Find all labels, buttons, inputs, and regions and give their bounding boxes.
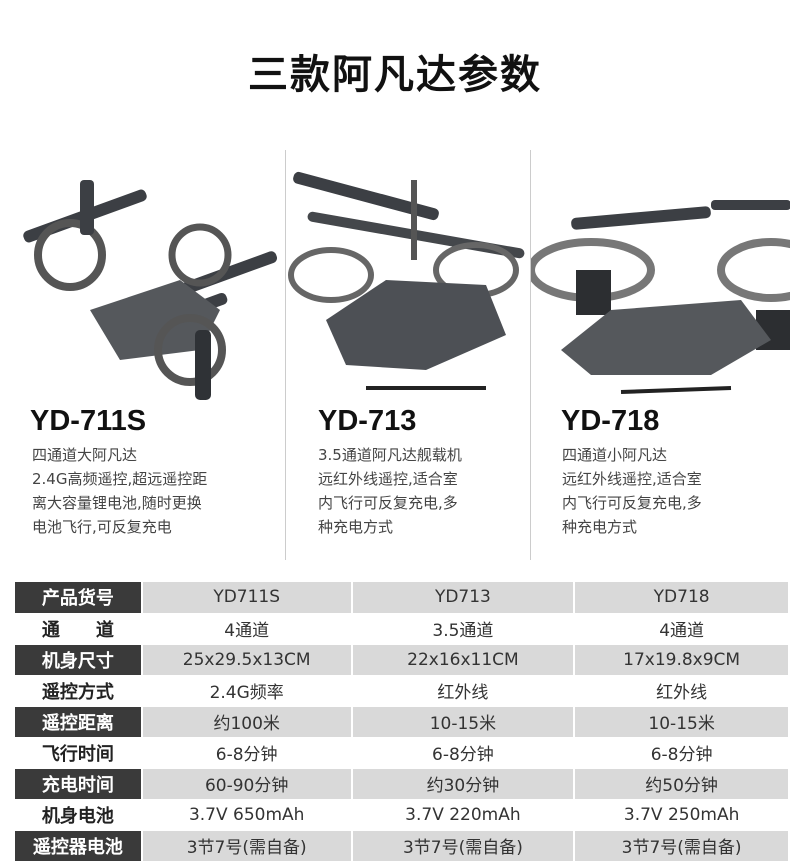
row-label: 遥控方式 xyxy=(15,675,143,707)
product-model: YD-711S xyxy=(30,405,147,437)
row-label: 产品货号 xyxy=(15,582,143,614)
product-card-yd713: YD-713 3.5通道阿凡达舰载机 远红外线遥控,适合室 内飞行可反复充电,多… xyxy=(286,150,530,570)
product-model: YD-713 xyxy=(318,405,417,437)
product-description: 四通道小阿凡达 远红外线遥控,适合室 内飞行可反复充电,多 种充电方式 xyxy=(562,446,702,536)
table-cell: 3节7号(需自备) xyxy=(141,830,353,862)
row-label: 飞行时间 xyxy=(15,737,143,769)
table-cell: 约100米 xyxy=(141,706,353,738)
table-cell: 约30分钟 xyxy=(351,768,576,800)
table-cell: 10-15米 xyxy=(351,706,576,738)
table-cell: 6-8分钟 xyxy=(141,737,353,769)
table-cell: 4通道 xyxy=(574,613,790,645)
divider xyxy=(285,150,286,560)
table-cell: 3.7V 250mAh xyxy=(574,799,790,831)
row-label: 充电时间 xyxy=(15,768,143,800)
table-cell: 6-8分钟 xyxy=(574,737,790,769)
table-cell: 3.7V 650mAh xyxy=(141,799,353,831)
row-label: 通 道 xyxy=(15,613,143,645)
table-cell: YD718 xyxy=(574,582,790,614)
row-label: 遥控器电池 xyxy=(15,830,143,862)
table-cell: 3节7号(需自备) xyxy=(574,830,790,862)
helicopter-image xyxy=(23,180,278,400)
product-card-yd718: YD-718 四通道小阿凡达 远红外线遥控,适合室 内飞行可反复充电,多 种充电… xyxy=(531,150,790,570)
table-cell: 2.4G频率 xyxy=(141,675,353,707)
table-cell: 红外线 xyxy=(351,675,576,707)
table-cell: 3节7号(需自备) xyxy=(351,830,576,862)
product-model: YD-718 xyxy=(561,405,660,437)
product-card-yd711s: YD-711S 四通道大阿凡达 2.4G高频遥控,超远遥控距 离大容量锂电池,随… xyxy=(0,150,285,570)
table-cell: 红外线 xyxy=(574,675,790,707)
row-label: 机身尺寸 xyxy=(15,644,143,676)
table-cell: 17x19.8x9CM xyxy=(574,644,790,676)
helicopter-image xyxy=(531,200,790,394)
table-cell: 10-15米 xyxy=(574,706,790,738)
table-cell: 4通道 xyxy=(141,613,353,645)
product-description: 四通道大阿凡达 2.4G高频遥控,超远遥控距 离大容量锂电池,随时更换 电池飞行… xyxy=(32,446,208,536)
table-cell: 3.7V 220mAh xyxy=(351,799,576,831)
table-cell: 60-90分钟 xyxy=(141,768,353,800)
divider xyxy=(530,150,531,560)
table-cell: 约50分钟 xyxy=(574,768,790,800)
table-cell: YD711S xyxy=(141,582,353,614)
helicopter-image xyxy=(288,171,525,390)
table-cell: YD713 xyxy=(351,582,576,614)
table-cell: 6-8分钟 xyxy=(351,737,576,769)
table-cell: 3.5通道 xyxy=(351,613,576,645)
page-title: 三款阿凡达参数 xyxy=(248,52,542,98)
table-cell: 22x16x11CM xyxy=(351,644,576,676)
table-cell: 25x29.5x13CM xyxy=(141,644,353,676)
row-label: 遥控距离 xyxy=(15,706,143,738)
row-label: 机身电池 xyxy=(15,799,143,831)
product-description: 3.5通道阿凡达舰载机 远红外线遥控,适合室 内飞行可反复充电,多 种充电方式 xyxy=(318,446,462,536)
